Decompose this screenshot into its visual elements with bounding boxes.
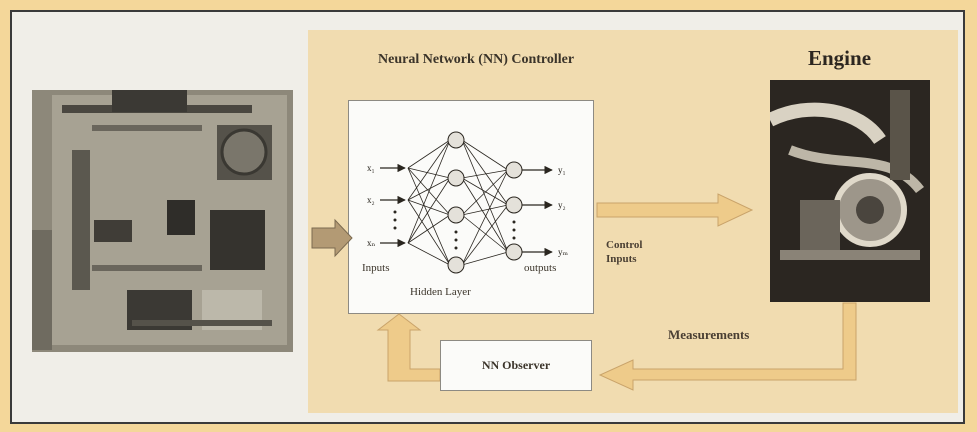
- neural-network-box: [348, 100, 594, 314]
- hidden-nodes: [447, 131, 465, 274]
- output-label-2: y₂: [558, 200, 566, 210]
- engine-photo: [766, 80, 930, 302]
- output-node-3: [505, 243, 523, 261]
- embedded-board-photo: [32, 90, 293, 352]
- control-inputs-arrow: [596, 193, 754, 227]
- output-arrows: [522, 165, 553, 257]
- observer-feedback-arrow: [376, 313, 441, 382]
- hidden-node-3: [447, 206, 465, 224]
- control-inputs-label: Control Inputs: [606, 239, 643, 265]
- circuit-board-image: [32, 90, 293, 352]
- output-node-2: [505, 196, 523, 214]
- board-to-nn-arrow: [311, 218, 353, 258]
- measurements-label: Measurements: [668, 327, 750, 342]
- hidden-node-2: [447, 169, 465, 187]
- hidden-layer-ellipsis: [454, 230, 458, 250]
- hidden-node-4: [447, 256, 465, 274]
- output-node-1: [505, 161, 523, 179]
- engine-label: Engine: [808, 46, 872, 70]
- output-label-3: yₘ: [558, 247, 569, 257]
- hidden-layer-label: Hidden Layer: [410, 286, 471, 298]
- nn-observer-box: NN Observer: [440, 340, 592, 391]
- output-label-1: y₁: [558, 165, 566, 175]
- input-label-2: x₂: [367, 195, 375, 205]
- input-arrows: [380, 163, 406, 248]
- network-connections: [407, 139, 509, 266]
- input-ellipsis: [393, 210, 397, 230]
- diagram-title: Neural Network (NN) Controller: [378, 52, 575, 67]
- output-nodes: [505, 161, 523, 261]
- hidden-node-1: [447, 131, 465, 149]
- measurements-arrow: [598, 302, 857, 391]
- outputs-label: outputs: [524, 262, 557, 274]
- engine-image: [766, 80, 930, 302]
- output-ellipsis: [512, 220, 516, 240]
- input-label-3: xₙ: [367, 238, 376, 248]
- input-label-1: x₁: [367, 163, 375, 173]
- observer-label: NN Observer: [481, 358, 551, 372]
- inputs-label: Inputs: [362, 262, 390, 274]
